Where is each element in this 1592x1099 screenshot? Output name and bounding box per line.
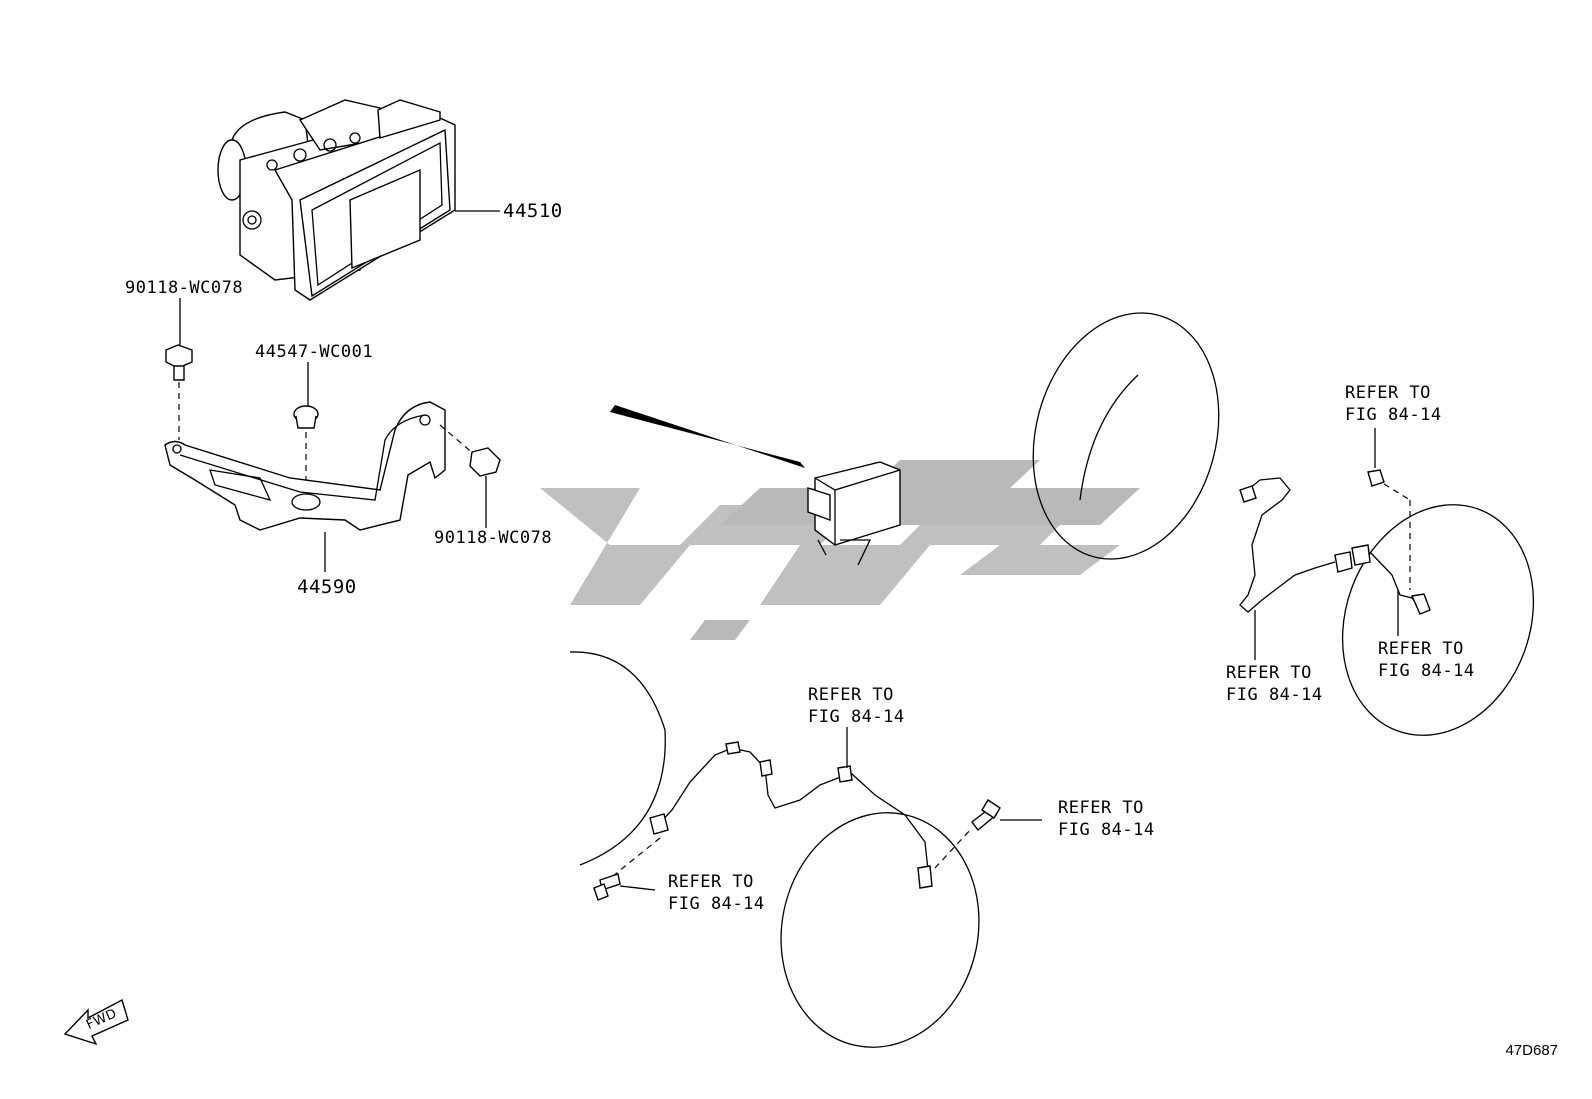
watermark-logo [470,460,1140,640]
figure-code: 47D687 [1505,1042,1558,1059]
grommet-icon[interactable] [293,362,319,495]
bracket-icon[interactable] [164,401,446,572]
label-bolt-right[interactable]: 90118-WC078 [434,528,553,548]
front-bolt-right-icon[interactable] [971,799,1042,832]
actuator-location-icon [610,405,901,566]
front-speed-sensor-icon[interactable] [607,727,973,889]
front-tire-right-icon [780,812,980,1048]
front-tire-left-icon [569,651,666,866]
ref-rear-sensor-top[interactable]: REFER TO FIG 84-14 [1345,383,1442,425]
ref-rear-wire[interactable]: REFER TO FIG 84-14 [1226,663,1323,705]
label-44510[interactable]: 44510 [503,200,563,222]
ref-front-bolt-right[interactable]: REFER TO FIG 84-14 [1058,798,1155,840]
ref-front-bolt-left[interactable]: REFER TO FIG 84-14 [668,872,765,914]
label-bolt-upper[interactable]: 90118-WC078 [125,278,244,298]
rear-speed-sensor-icon[interactable] [1239,428,1565,762]
label-grommet[interactable]: 44547-WC001 [255,342,374,362]
fwd-arrow-icon [63,998,129,1046]
ref-front-wire[interactable]: REFER TO FIG 84-14 [808,685,905,727]
bolt-upper-icon[interactable] [165,298,193,440]
ref-rear-sensor[interactable]: REFER TO FIG 84-14 [1378,639,1475,681]
rear-tire-icon [1032,312,1220,560]
abs-actuator-icon[interactable] [217,99,500,301]
front-bolt-left-icon[interactable] [593,873,656,901]
label-44590[interactable]: 44590 [297,576,357,598]
bolt-right-icon[interactable] [439,424,501,528]
